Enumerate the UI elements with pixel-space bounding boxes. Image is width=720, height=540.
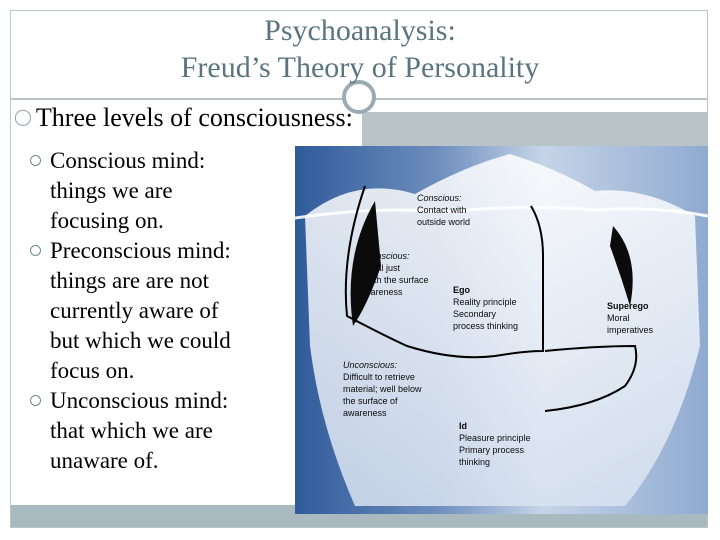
sub-bullet-line: currently aware of	[50, 298, 219, 323]
sub-bullet-line: focus on.	[50, 358, 135, 383]
preconscious-line: aterial just	[359, 263, 401, 273]
sub-bullet-preconscious: Preconscious mind: things are are not cu…	[30, 236, 300, 386]
main-bullet: ◯Three levels of consciousness:	[14, 103, 353, 133]
ego-heading: Ego	[453, 285, 471, 295]
sub-bullet-line: but which we could	[50, 328, 231, 353]
unconscious-line: the surface of	[343, 396, 398, 406]
superego-boundary	[544, 344, 638, 412]
bullet-ring-icon: ◯	[14, 109, 32, 126]
unconscious-line: awareness	[343, 408, 387, 418]
conscious-line: outside world	[417, 217, 470, 227]
preconscious-line: neath the surface	[359, 275, 429, 285]
conscious-line: Contact with	[417, 205, 467, 215]
iceberg-diagram: Conscious: Contact with outside world re…	[295, 146, 708, 514]
superego-line: imperatives	[607, 325, 654, 335]
bullet-ring-icon	[30, 395, 41, 406]
id-line: Primary process	[459, 445, 525, 455]
sub-bullet-list: Conscious mind: things we are focusing o…	[30, 146, 300, 476]
bullet-ring-icon	[30, 245, 41, 256]
sub-bullet-line: Preconscious mind:	[50, 238, 231, 263]
iceberg-body	[305, 154, 700, 506]
main-bullet-text: Three levels of consciousness:	[35, 103, 353, 132]
superego-heading: Superego	[607, 301, 649, 311]
sub-bullet-line: things are are not	[50, 268, 210, 293]
id-line: thinking	[459, 457, 490, 467]
ego-boundary	[344, 185, 544, 359]
slide-title: Psychoanalysis: Freud’s Theory of Person…	[0, 12, 720, 86]
bullet-ring-icon	[30, 155, 41, 166]
sub-bullet-line: that which we are	[50, 418, 213, 443]
sub-bullet-line: Conscious mind:	[50, 148, 206, 173]
preconscious-line: awareness	[359, 287, 403, 297]
superego-shadow	[610, 226, 633, 306]
unconscious-line: Difficult to retrieve	[343, 372, 415, 382]
sub-bullet-line: focusing on.	[50, 208, 164, 233]
superego-line: Moral	[607, 313, 630, 323]
id-line: Pleasure principle	[459, 433, 531, 443]
ego-line: process thinking	[453, 321, 518, 331]
conscious-heading: Conscious:	[417, 193, 462, 203]
waterline	[295, 205, 708, 220]
id-heading: Id	[459, 421, 467, 431]
sub-bullet-conscious: Conscious mind: things we are focusing o…	[30, 146, 300, 236]
preconscious-shadow	[350, 201, 381, 326]
sub-bullet-unconscious: Unconscious mind: that which we are unaw…	[30, 386, 300, 476]
sub-bullet-line: unaware of.	[50, 448, 159, 473]
sub-bullet-line: Unconscious mind:	[50, 388, 229, 413]
ego-line: Secondary	[453, 309, 497, 319]
preconscious-heading: reconscious:	[359, 251, 410, 261]
title-line-1: Psychoanalysis:	[264, 14, 456, 47]
unconscious-line: material; well below	[343, 384, 422, 394]
unconscious-heading: Unconscious:	[343, 360, 398, 370]
ego-line: Reality principle	[453, 297, 517, 307]
divider-circle-ornament	[342, 80, 376, 114]
title-line-2: Freud’s Theory of Personality	[180, 51, 540, 84]
sub-bullet-line: things we are	[50, 178, 173, 203]
iceberg-labels: Conscious: Contact with outside world re…	[343, 193, 656, 467]
